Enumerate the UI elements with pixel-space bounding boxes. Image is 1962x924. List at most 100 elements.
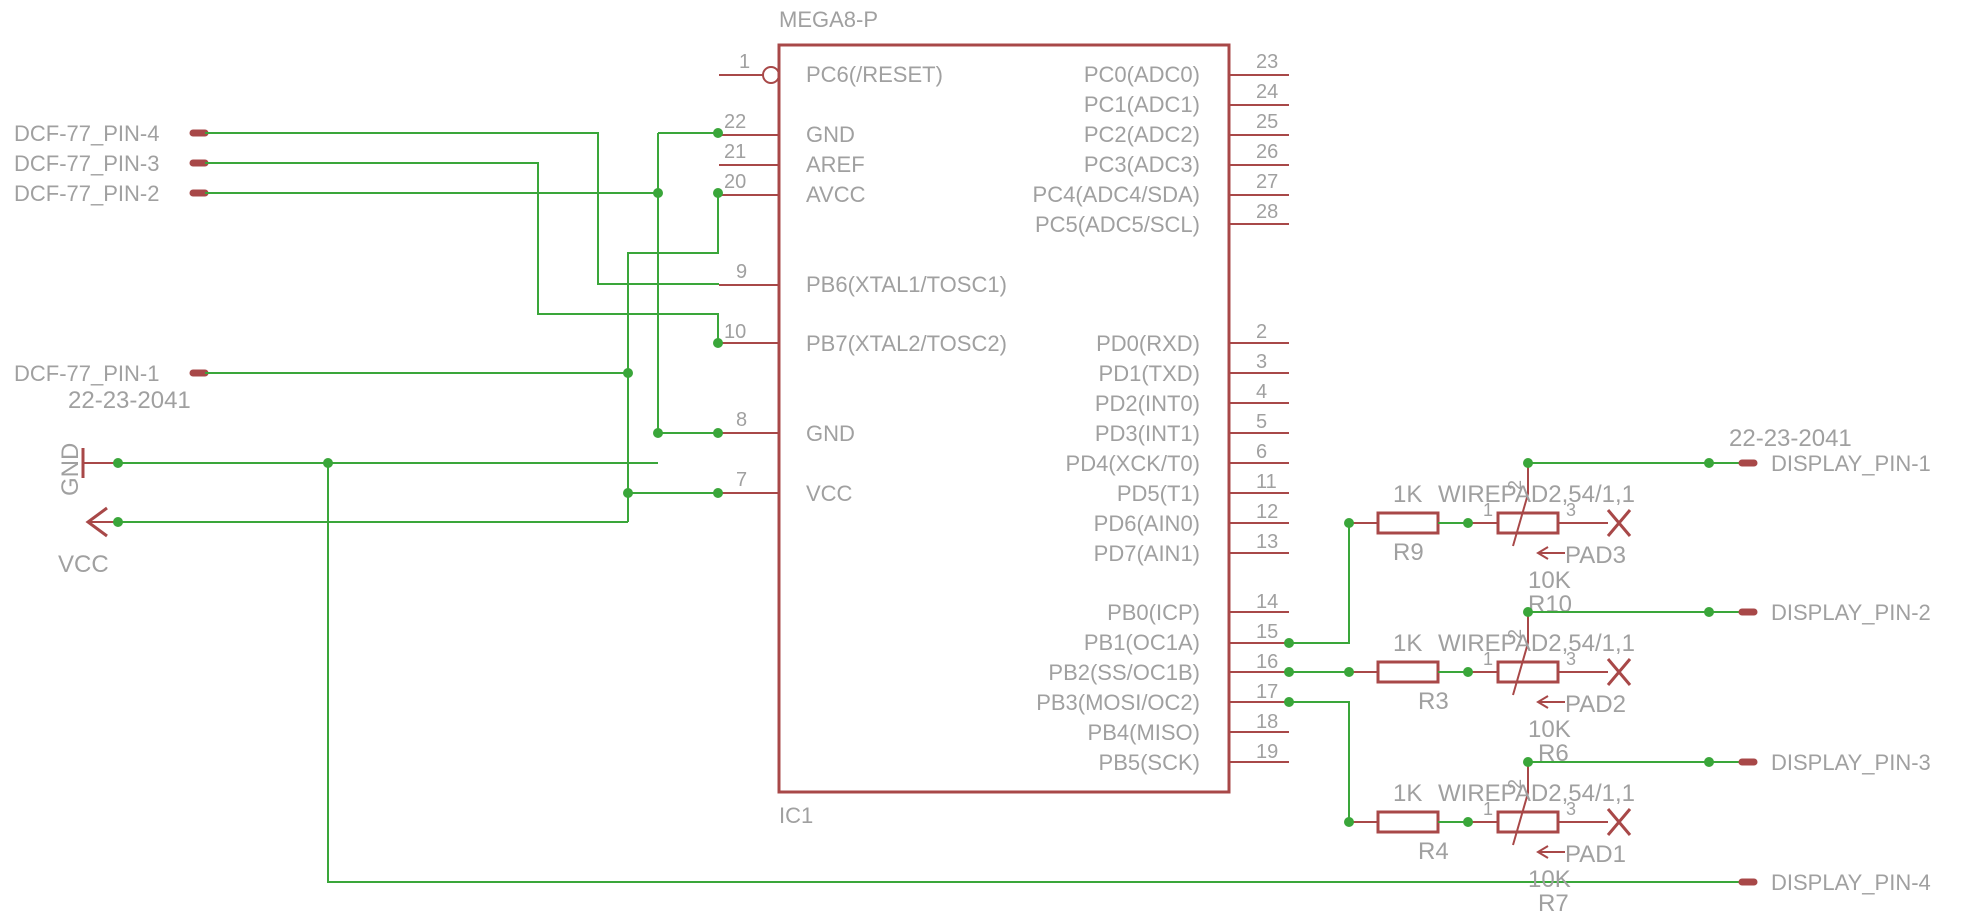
resistor-group-r3[interactable]: 1K R3 WIREPAD2,54/1,1 10K R6 PAD2 1 2 3	[1349, 612, 1635, 767]
display-pin-2-label: DISPLAY_PIN-2	[1771, 600, 1931, 625]
dcf-part-label: 22-23-2041	[68, 387, 191, 414]
ic-part-label: MEGA8-P	[779, 7, 878, 32]
dcf-pin-2-label: DCF-77_PIN-2	[14, 181, 159, 206]
r9-name: R9	[1393, 539, 1424, 566]
pot-r7-pin3: 3	[1566, 799, 1576, 819]
vcc-label: VCC	[58, 551, 109, 578]
pot-r10-package: WIREPAD2,54/1,1	[1438, 481, 1635, 508]
pin-num-7: 7	[736, 469, 747, 491]
pot-r10-name: R10	[1528, 591, 1572, 618]
left-junctions	[113, 128, 723, 527]
pot-r7-name: R7	[1538, 890, 1569, 917]
pin-label-pd2: PD2(INT0)	[1095, 391, 1200, 416]
resistor-group-r4[interactable]: 1K R4 WIREPAD2,54/1,1 10K R7 PAD1 1 2 3	[1349, 762, 1635, 917]
display-pin-3-label: DISPLAY_PIN-3	[1771, 750, 1931, 775]
pin-num-11: 11	[1256, 471, 1277, 493]
pin-label-pb2: PB2(SS/OC1B)	[1048, 660, 1200, 685]
dcf77-connector[interactable]: DCF-77_PIN-4 DCF-77_PIN-3 DCF-77_PIN-2 D…	[14, 121, 209, 414]
right-pins	[1229, 74, 1289, 763]
r4-value: 1K	[1393, 780, 1422, 807]
pin-label-pd6: PD6(AIN0)	[1094, 511, 1200, 536]
r3-name: R3	[1418, 688, 1449, 715]
pin-label-pc2: PC2(ADC2)	[1084, 122, 1200, 147]
dcf-pin-1-label: DCF-77_PIN-1	[14, 361, 159, 386]
r4-name: R4	[1418, 838, 1449, 865]
pot-r6-value: 10K	[1528, 716, 1571, 743]
pin-label-pb5: PB5(SCK)	[1099, 750, 1200, 775]
pin-num-2: 2	[1256, 321, 1267, 343]
pin-num-22: 22	[724, 111, 746, 133]
pot-r6-pin1: 1	[1483, 649, 1493, 669]
pin-label-avcc: AVCC	[806, 182, 866, 207]
left-nets	[118, 132, 1742, 883]
pin-label-pd1: PD1(TXD)	[1099, 361, 1200, 386]
r9-value: 1K	[1393, 481, 1422, 508]
pot-r6-pin2: 2	[1505, 629, 1525, 639]
r3-value: 1K	[1393, 630, 1422, 657]
pin-label-pc5: PC5(ADC5/SCL)	[1035, 212, 1200, 237]
pin-label-pb4: PB4(MISO)	[1088, 720, 1200, 745]
pad2-label: PAD2	[1565, 691, 1626, 718]
pad1-label: PAD1	[1565, 841, 1626, 868]
pot-r10-pin2: 2	[1505, 480, 1525, 490]
pin-label-pc1: PC1(ADC1)	[1084, 92, 1200, 117]
resistor-group-r9[interactable]: 1K R9 WIREPAD2,54/1,1 10K R10 PAD3 1 2 3	[1349, 463, 1635, 618]
pin-num-17: 17	[1256, 681, 1278, 703]
display-connector[interactable]: 22-23-2041 DISPLAY_PIN-1 DISPLAY_PIN-2 D…	[1729, 425, 1931, 895]
pad3-label: PAD3	[1565, 542, 1626, 569]
pin-label-pc6: PC6(/RESET)	[806, 62, 943, 87]
pin-label-gnd-top: GND	[806, 122, 855, 147]
pin-num-18: 18	[1256, 711, 1278, 733]
dcf-pin-4-label: DCF-77_PIN-4	[14, 121, 159, 146]
pin-num-10: 10	[724, 321, 746, 343]
pin-num-13: 13	[1256, 531, 1278, 553]
pin-num-3: 3	[1256, 351, 1267, 373]
pin-num-6: 6	[1256, 441, 1267, 463]
pot-r10-value: 10K	[1528, 567, 1571, 594]
pin-label-aref: AREF	[806, 152, 865, 177]
gnd-label: GND	[57, 443, 84, 496]
pin-num-21: 21	[724, 141, 746, 163]
pin-label-pc4: PC4(ADC4/SDA)	[1033, 182, 1200, 207]
pin-num-24: 24	[1256, 81, 1278, 103]
pin-num-12: 12	[1256, 501, 1278, 523]
display-pin-1-label: DISPLAY_PIN-1	[1771, 451, 1931, 476]
pin-label-pb3: PB3(MOSI/OC2)	[1036, 690, 1200, 715]
pot-r7-pin2: 2	[1505, 779, 1525, 789]
display-pin-4-label: DISPLAY_PIN-4	[1771, 870, 1931, 895]
right-pin-labels: PC0(ADC0) PC1(ADC1) PC2(ADC2) PC3(ADC3) …	[1033, 62, 1200, 775]
pin-num-15: 15	[1256, 621, 1278, 643]
pot-r7-package: WIREPAD2,54/1,1	[1438, 780, 1635, 807]
right-pin-numbers: 23 24 25 26 27 28 2 3 4 5 6 11 12 13 14 …	[1256, 51, 1278, 763]
ic1-mega8[interactable]: MEGA8-P IC1 1 PC6(/RESET) 22 GND 21 AREF…	[719, 7, 1289, 828]
pin-num-19: 19	[1256, 741, 1278, 763]
pin-num-26: 26	[1256, 141, 1278, 163]
vcc-symbol[interactable]: VCC	[58, 506, 118, 578]
dcf-pin-3-label: DCF-77_PIN-3	[14, 151, 159, 176]
pin-num-28: 28	[1256, 201, 1278, 223]
pot-r7-pin1: 1	[1483, 799, 1493, 819]
pin-label-pd4: PD4(XCK/T0)	[1066, 451, 1200, 476]
pot-r10-pin3: 3	[1566, 500, 1576, 520]
pin-label-vcc: VCC	[806, 481, 853, 506]
display-part-label: 22-23-2041	[1729, 425, 1852, 452]
pin-num-25: 25	[1256, 111, 1278, 133]
pin-label-pb1: PB1(OC1A)	[1084, 630, 1200, 655]
pin-label-pd0: PD0(RXD)	[1096, 331, 1200, 356]
gnd-symbol[interactable]: GND	[57, 443, 118, 496]
pin-num-23: 23	[1256, 51, 1278, 73]
pin-label-gnd-bottom: GND	[806, 421, 855, 446]
pot-r7-value: 10K	[1528, 866, 1571, 893]
pin-num-9: 9	[736, 261, 747, 283]
pin-num-27: 27	[1256, 171, 1278, 193]
pin-num-1: 1	[739, 51, 750, 73]
pin-label-pc3: PC3(ADC3)	[1084, 152, 1200, 177]
pin-label-pd5: PD5(T1)	[1117, 481, 1200, 506]
pin-label-pb6: PB6(XTAL1/TOSC1)	[806, 272, 1007, 297]
pin-label-pd3: PD3(INT1)	[1095, 421, 1200, 446]
pin-num-14: 14	[1256, 591, 1278, 613]
pot-r6-package: WIREPAD2,54/1,1	[1438, 630, 1635, 657]
pin-num-5: 5	[1256, 411, 1267, 433]
pot-r10-pin1: 1	[1483, 500, 1493, 520]
